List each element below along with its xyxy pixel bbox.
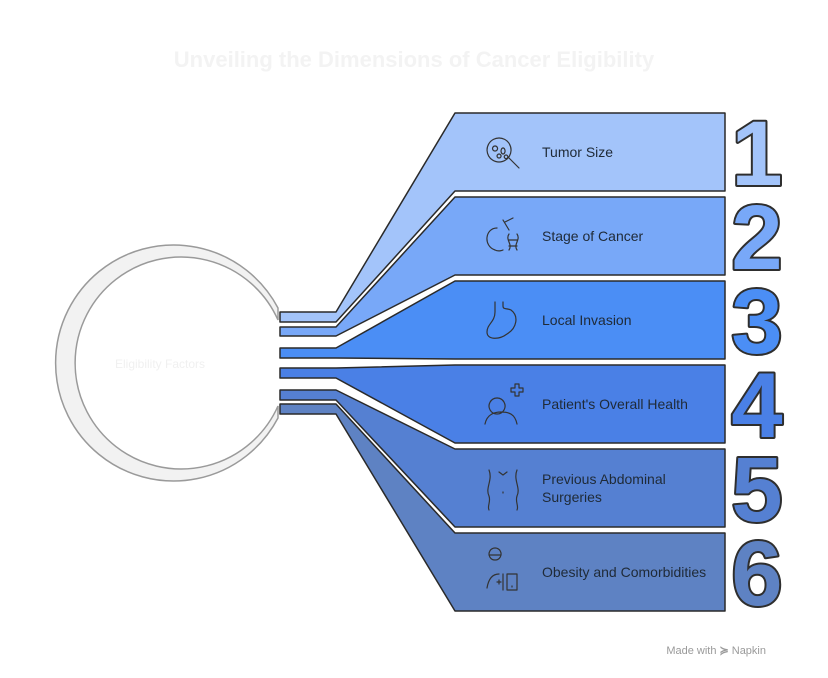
factor-band-shape <box>279 403 726 612</box>
factor-label: Stage of Cancer <box>542 228 644 244</box>
napkin-logo-icon: ≽ <box>719 645 729 657</box>
factor-number: 4 <box>731 355 782 457</box>
factor-band-shape <box>279 389 726 528</box>
scale-person-icon <box>486 547 518 591</box>
factor-band-4: 4 Patient's Overall Health <box>279 353 785 459</box>
factor-number: 1 <box>731 103 782 205</box>
hub-ring <box>54 244 279 482</box>
stomach-icon <box>486 301 517 339</box>
factor-band-2: 2 Stage of Cancer <box>279 185 785 337</box>
hub-label: Eligibility Factors <box>115 357 205 371</box>
factor-label: Patient's Overall Health <box>542 396 688 412</box>
nurse-cross-icon <box>484 383 524 425</box>
factor-band-3: 3 Local Invasion <box>279 269 785 375</box>
factor-band-shape <box>279 196 726 337</box>
apple-dna-icon <box>486 217 519 252</box>
footer-prefix: Made with <box>666 645 717 657</box>
factor-number: 5 <box>731 439 782 541</box>
microscope-cells-icon <box>486 137 520 169</box>
factor-band-6: 6 Obesity and Comorbidities <box>279 403 785 627</box>
factor-label: Local Invasion <box>542 312 632 328</box>
factor-number: 2 <box>731 187 782 289</box>
factor-band-shape <box>279 364 726 444</box>
factor-number: 6 <box>731 523 782 625</box>
factor-band-shape <box>279 280 726 360</box>
footer-brand: Napkin <box>731 645 766 657</box>
factor-band-1: 1 Tumor Size <box>279 101 785 323</box>
factor-band-shape <box>279 112 726 323</box>
diagram-title: Unveiling the Dimensions of Cancer Eligi… <box>173 47 655 72</box>
footer: Made with ≽Napkin <box>666 644 766 657</box>
factor-number: 3 <box>731 271 782 373</box>
factor-label: Tumor Size <box>542 144 613 160</box>
torso-icon <box>487 469 519 511</box>
factor-label: Obesity and Comorbidities <box>542 564 706 580</box>
